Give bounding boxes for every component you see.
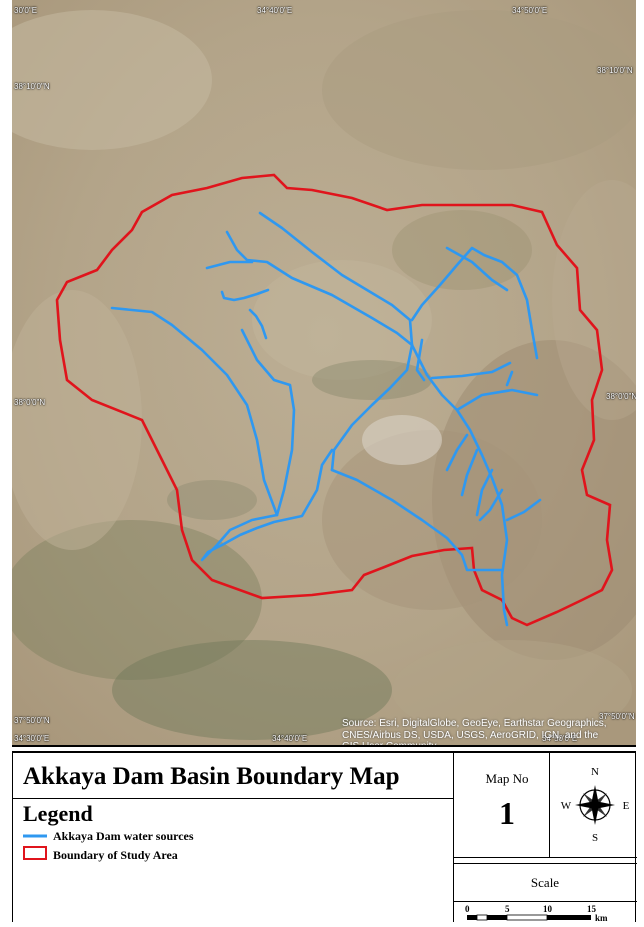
map-attribution: Source: Esri, DigitalGlobe, GeoEye, Eart… [342,718,607,745]
stream-sw-outlet [200,448,334,562]
scale-divider-top2 [453,863,637,864]
coord-left-1: 38°10'0"N [14,82,50,91]
legend-item-boundary: Boundary of Study Area [23,846,178,864]
legend-item-water: Akkaya Dam water sources [23,829,194,844]
compass-e: E [623,800,630,812]
stream-center-east [410,343,509,627]
map-no-label: Map No [485,771,529,786]
stream-center [330,343,414,472]
map-title: Akkaya Dam Basin Boundary Map [23,763,400,790]
map-no-value: 1 [499,795,515,831]
compass-s: S [592,832,598,844]
scale-bar: 0 5 10 15 km [465,903,637,923]
coord-right-3: 37°50'0"N [599,712,635,721]
coord-top-3: 34°50'0"E [512,6,548,15]
coord-left-3: 37°50'0"N [14,716,50,725]
scale-tick-5: 5 [505,904,510,914]
stream-main-west [110,306,279,517]
stream-ne [445,246,509,292]
coord-right-2: 38°0'0"N [606,392,636,401]
water-line-icon [23,829,47,844]
legend-label-boundary: Boundary of Study Area [53,847,178,862]
map-frame-bottom [12,745,636,753]
compass-n: N [591,766,599,778]
coord-top-2: 34°40'0"E [257,6,293,15]
coord-bottom-3: 34°50'0"E [542,734,578,743]
water-sources [110,211,542,627]
stream-east-trib-4 [475,468,504,522]
coord-left-2: 38°0'0"N [14,398,46,407]
study-area-boundary [55,173,614,627]
stream-west-trib [240,328,296,517]
stream-east-upper [410,246,539,360]
stream-east-trib-3 [445,433,479,497]
mapno-divider [549,753,550,857]
scale-divider-top [453,857,637,858]
coord-right-1: 38°10'0"N [597,66,633,75]
map-info-panel: Akkaya Dam Basin Boundary Map Legend Akk… [12,753,637,923]
stream-east-trib-1 [430,361,512,380]
compass-rose-icon: N S W E [558,757,632,853]
compass-w: W [561,800,572,812]
scale-label: Scale [530,875,560,890]
scale-unit: km [595,913,608,922]
legend-label-water: Akkaya Dam water sources [53,829,194,843]
scale-divider-bottom [453,901,637,902]
stream-nw-trib [205,260,254,270]
stream-loop [220,288,270,340]
stream-south [330,468,504,572]
satellite-map [12,0,636,745]
stream-nw [225,230,414,347]
panel-divider-v [453,753,454,922]
stream-north [258,211,414,347]
divider [13,798,453,799]
stream-east-trib-2 [455,370,539,412]
legend-title: Legend [23,801,93,826]
coord-bottom-1: 34°30'0"E [14,734,50,743]
coord-top-1: 30'0"E [14,6,38,15]
stream-east-trib-5 [505,498,542,522]
scale-tick-15: 15 [587,904,597,914]
scale-tick-0: 0 [465,904,470,914]
stream-center-trib [415,338,426,382]
scale-tick-10: 10 [543,904,553,914]
map-area[interactable]: 30'0"E 34°40'0"E 34°50'0"E 38°10'0"N 38°… [12,0,636,745]
boundary-box-icon [23,846,47,864]
coord-bottom-2: 34°40'0"E [272,734,308,743]
